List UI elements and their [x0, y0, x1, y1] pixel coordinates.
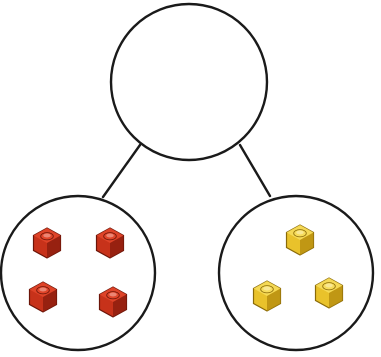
connector-line-right [240, 145, 270, 196]
connector-line-left [103, 145, 140, 197]
whole-circle [111, 4, 267, 160]
part-circle-right [219, 196, 373, 350]
part-circle-left [1, 196, 155, 350]
